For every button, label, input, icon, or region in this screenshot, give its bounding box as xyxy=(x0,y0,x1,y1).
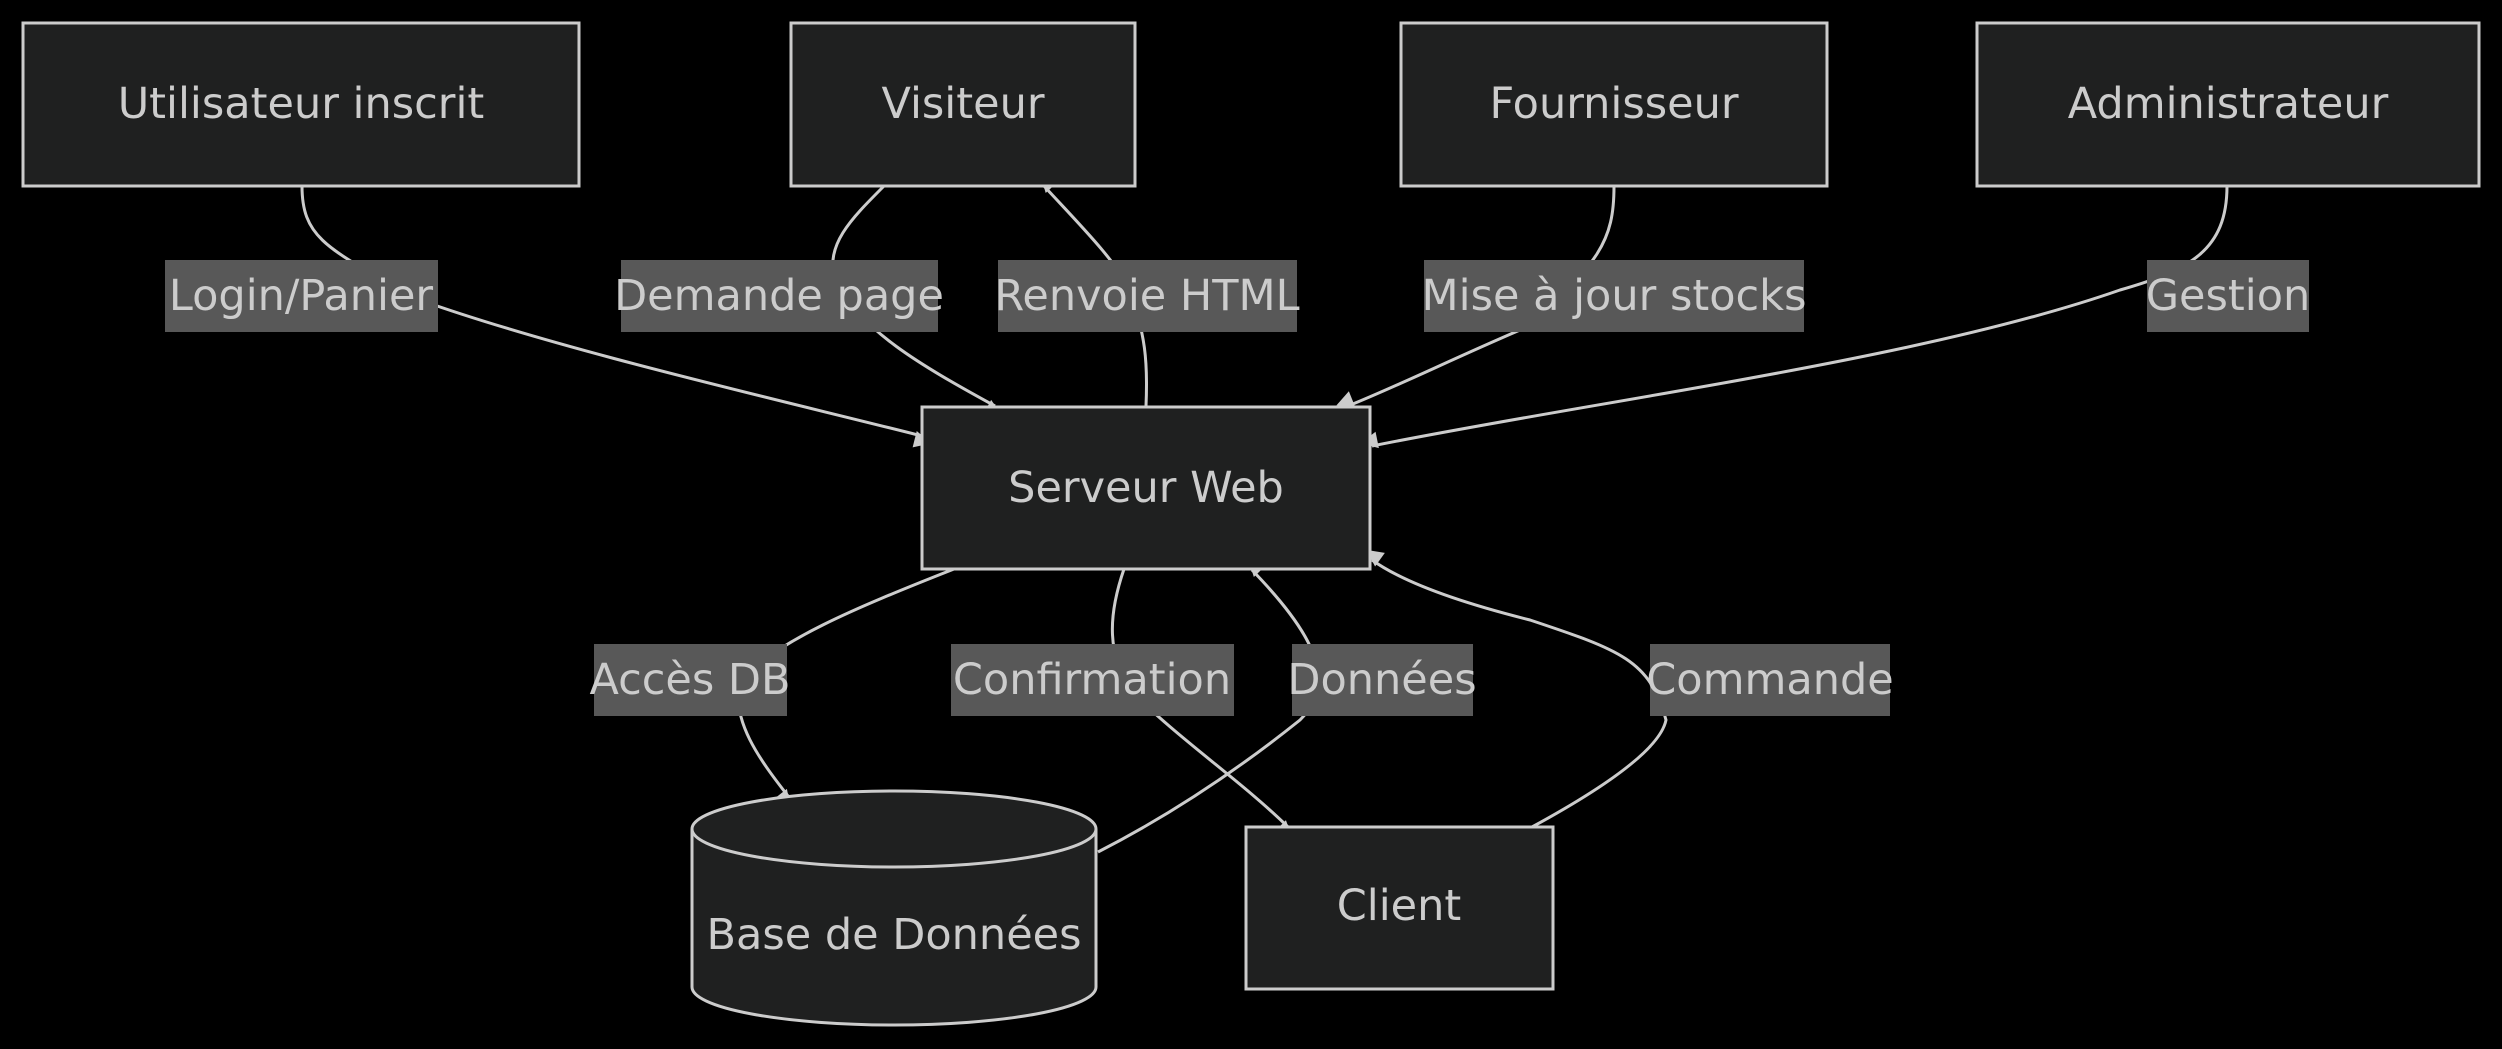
node-utilisateur-inscrit: Utilisateur inscrit xyxy=(21,21,581,188)
edge-label-acces: Accès DB xyxy=(589,644,791,716)
edge-login xyxy=(300,185,931,448)
edge-label-renvoie-text: Renvoie HTML xyxy=(994,271,1299,321)
node-administrateur: Administrateur xyxy=(1975,21,2481,188)
edge-label-renvoie: Renvoie HTML xyxy=(994,260,1300,332)
node-fournisseur: Fournisseur xyxy=(1399,21,1829,188)
edge-label-commande: Commande xyxy=(1646,644,1894,716)
edge-label-stocks-text: Mise à jour stocks xyxy=(1422,271,1807,321)
edge-label-commande-text: Commande xyxy=(1646,655,1893,705)
edge-label-acces-text: Accès DB xyxy=(589,655,790,705)
node-administrateur-label: Administrateur xyxy=(2068,79,2389,129)
node-serveur-web: Serveur Web xyxy=(920,405,1372,571)
edge-gestion xyxy=(1360,185,2229,449)
node-base-de-donnees: Base de Données xyxy=(690,789,1098,1027)
edge-label-login-text: Login/Panier xyxy=(169,271,433,321)
node-visiteur: Visiteur xyxy=(789,21,1137,188)
node-visiteur-label: Visiteur xyxy=(881,79,1044,129)
edge-label-confirmation: Confirmation xyxy=(951,644,1234,716)
edge-commande xyxy=(1366,549,1668,829)
node-client: Client xyxy=(1244,825,1555,991)
edge-label-donnees: Données xyxy=(1287,644,1477,716)
node-utilisateur-inscrit-label: Utilisateur inscrit xyxy=(118,79,485,129)
edge-label-gestion-text: Gestion xyxy=(2146,271,2311,321)
node-client-label: Client xyxy=(1337,881,1462,931)
edge-label-demande: Demande page xyxy=(614,260,944,332)
node-base-de-donnees-label: Base de Données xyxy=(706,910,1081,960)
node-serveur-web-label: Serveur Web xyxy=(1008,463,1284,513)
edge-label-confirmation-text: Confirmation xyxy=(953,655,1231,705)
node-fournisseur-label: Fournisseur xyxy=(1489,79,1738,129)
edge-label-stocks: Mise à jour stocks xyxy=(1422,260,1807,332)
edge-label-demande-text: Demande page xyxy=(614,271,944,321)
edge-label-gestion: Gestion xyxy=(2146,260,2311,332)
edge-donnees xyxy=(1097,559,1320,854)
edge-label-donnees-text: Données xyxy=(1287,655,1476,705)
edge-label-login: Login/Panier xyxy=(165,260,438,332)
